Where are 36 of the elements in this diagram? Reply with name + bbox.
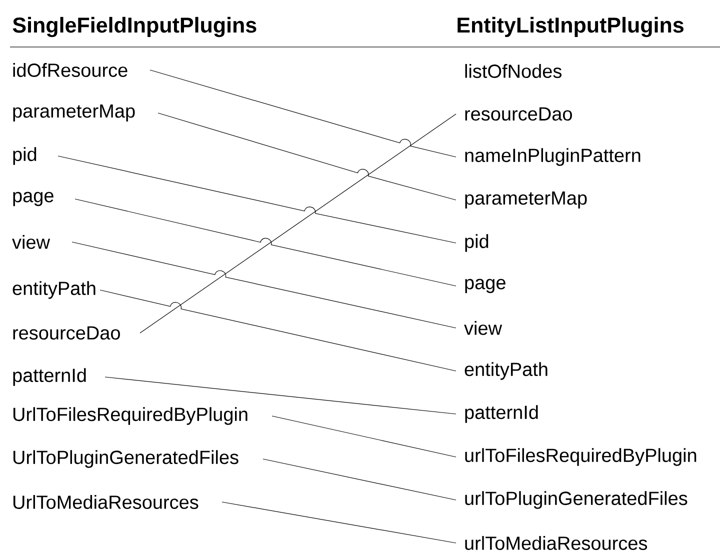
connector-line xyxy=(158,112,456,200)
connector-line xyxy=(140,114,456,334)
field-name: resourceDao xyxy=(465,107,572,121)
field-name: page xyxy=(465,278,506,294)
field-name: parameterMap xyxy=(465,191,587,208)
field-name: idOfResource xyxy=(13,63,128,77)
column-heading: EntityListInputPlugins xyxy=(458,16,684,38)
field-name: listOfNodes xyxy=(465,64,562,78)
field-name: urlToFilesRequiredByPlugin xyxy=(465,448,696,466)
field-name: patternId xyxy=(465,405,538,423)
field-name: pid xyxy=(465,234,488,252)
field-name: urlToPluginGeneratedFiles xyxy=(465,491,688,509)
field-name: entityPath xyxy=(464,362,548,380)
field-name: view xyxy=(464,321,502,335)
connector-line xyxy=(222,502,456,544)
connector-line xyxy=(74,198,456,286)
field-name: UrlToMediaResources xyxy=(13,495,198,509)
connector-line xyxy=(272,416,456,458)
field-name: UrlToPluginGeneratedFiles xyxy=(13,450,238,468)
field-name: UrlToFilesRequiredByPlugin xyxy=(13,407,248,425)
field-name: entityPath xyxy=(12,281,96,299)
field-name: pid xyxy=(13,147,36,165)
connector-line xyxy=(72,242,456,328)
field-name: nameInPluginPattern xyxy=(465,148,640,166)
connector-line xyxy=(262,458,456,500)
field-name: view xyxy=(12,235,50,249)
column-heading: SingleFieldInputPlugins xyxy=(12,16,256,38)
connector-line xyxy=(104,376,456,414)
field-name: parameterMap xyxy=(13,104,135,122)
connector-line xyxy=(100,290,456,372)
connector-line xyxy=(58,156,456,244)
field-name: page xyxy=(13,192,54,206)
connector-line xyxy=(150,70,456,158)
field-name: patternId xyxy=(13,368,86,386)
field-name: resourceDao xyxy=(13,326,120,340)
field-name: urlToMediaResources xyxy=(465,536,648,550)
